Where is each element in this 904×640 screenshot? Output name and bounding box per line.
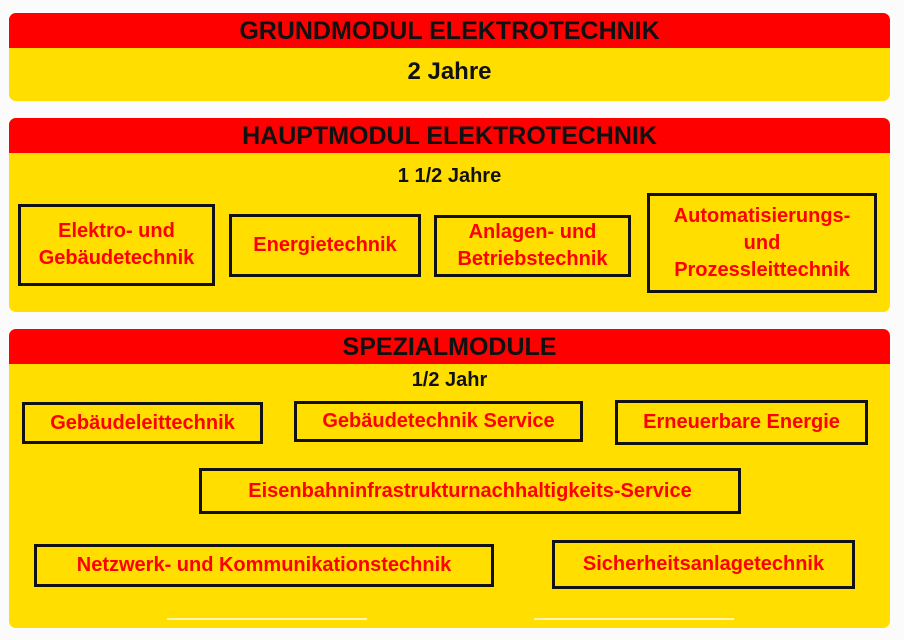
module-gebaeudeleittechnik: Gebäudeleittechnik bbox=[22, 402, 263, 444]
grundmodul-duration: 2 Jahre bbox=[407, 58, 492, 85]
module-eisenbahninfrastruktur-service: Eisenbahninfrastrukturnachhaltigkeits-Se… bbox=[199, 468, 741, 514]
module-label: Automatisierungs- bbox=[673, 204, 851, 227]
grundmodul-title: GRUNDMODUL ELEKTROTECHNIK bbox=[9, 13, 890, 48]
module-label: Elektro- und bbox=[58, 220, 175, 242]
hauptmodul-panel: HAUPTMODUL ELEKTROTECHNIK 1 1/2 Jahre El… bbox=[9, 118, 890, 312]
spezialmodule-panel: SPEZIALMODULE 1/2 Jahr Gebäudeleittechni… bbox=[9, 329, 890, 628]
module-energietechnik: Energietechnik bbox=[229, 214, 421, 277]
module-label: Anlagen- und bbox=[468, 221, 597, 243]
module-netzwerk-kommunikationstechnik: Netzwerk- und Kommunikationstechnik bbox=[34, 544, 494, 587]
module-sicherheitsanlagetechnik: Sicherheitsanlagetechnik bbox=[552, 540, 855, 589]
spezialmodule-duration: 1/2 Jahr bbox=[411, 369, 488, 391]
grundmodul-panel: GRUNDMODUL ELEKTROTECHNIK 2 Jahre bbox=[9, 13, 890, 101]
module-label: Gebäudetechnik bbox=[38, 247, 195, 269]
module-label: und bbox=[743, 231, 781, 254]
hauptmodul-duration: 1 1/2 Jahre bbox=[397, 165, 502, 187]
module-erneuerbare-energie: Erneuerbare Energie bbox=[615, 400, 868, 445]
divider-line bbox=[167, 618, 367, 620]
hauptmodul-title: HAUPTMODUL ELEKTROTECHNIK bbox=[9, 118, 890, 153]
module-label: Energietechnik bbox=[253, 234, 397, 256]
module-gebaeudetechnik-service: Gebäudetechnik Service bbox=[294, 401, 583, 442]
divider-line bbox=[534, 618, 734, 620]
spezialmodule-title: SPEZIALMODULE bbox=[9, 329, 890, 364]
module-label: Betriebstechnik bbox=[457, 248, 608, 270]
module-label: Prozessleittechnik bbox=[674, 258, 850, 281]
